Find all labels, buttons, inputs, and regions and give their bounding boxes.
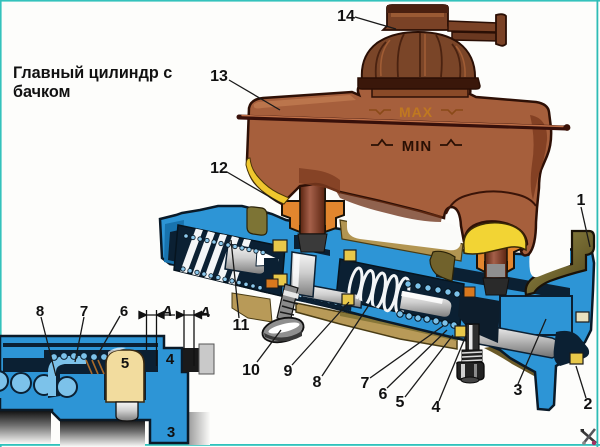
svg-text:A: A — [199, 304, 211, 321]
svg-text:8: 8 — [313, 374, 322, 391]
svg-text:6: 6 — [120, 303, 128, 320]
svg-text:4: 4 — [166, 351, 175, 368]
svg-text:2: 2 — [584, 396, 593, 413]
svg-text:A: A — [161, 303, 173, 320]
svg-text:MIN: MIN — [402, 138, 433, 155]
svg-text:5: 5 — [396, 394, 405, 411]
svg-text:4: 4 — [432, 399, 441, 416]
svg-text:7: 7 — [361, 375, 370, 392]
svg-text:MAX: MAX — [399, 104, 433, 120]
svg-text:3: 3 — [514, 382, 523, 399]
svg-text:11: 11 — [233, 317, 250, 334]
svg-text:6: 6 — [379, 386, 388, 403]
svg-text:7: 7 — [80, 303, 88, 320]
svg-text:бачком: бачком — [13, 83, 71, 101]
svg-text:Главный цилиндр с: Главный цилиндр с — [13, 64, 172, 82]
svg-text:12: 12 — [210, 160, 228, 177]
svg-text:13: 13 — [210, 68, 228, 85]
svg-text:5: 5 — [121, 355, 129, 372]
svg-text:1: 1 — [577, 192, 586, 209]
svg-text:9: 9 — [284, 363, 293, 380]
svg-text:14: 14 — [337, 8, 355, 25]
svg-text:8: 8 — [36, 303, 44, 320]
svg-text:3: 3 — [167, 424, 175, 441]
svg-text:10: 10 — [242, 362, 260, 379]
